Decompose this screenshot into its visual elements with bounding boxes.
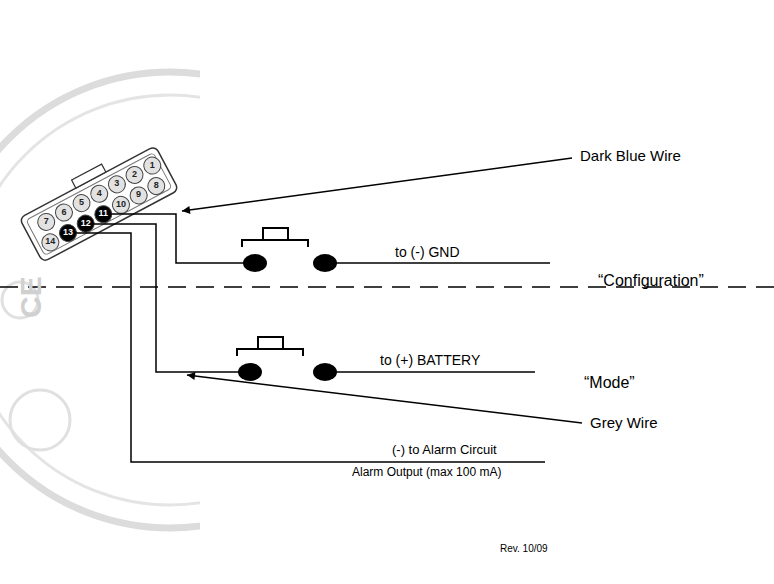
pin bbox=[145, 175, 168, 198]
pin-number: 1 bbox=[150, 161, 155, 171]
pin-number: 10 bbox=[116, 200, 126, 210]
pin bbox=[141, 154, 164, 177]
pin-number: 2 bbox=[132, 170, 137, 180]
wire bbox=[336, 371, 535, 373]
wire-label: Grey Wire bbox=[590, 415, 658, 432]
wires bbox=[68, 214, 550, 462]
pin-number: 6 bbox=[61, 208, 66, 218]
pin bbox=[109, 193, 132, 216]
leader-line bbox=[187, 375, 582, 423]
function-label: “Mode” bbox=[584, 374, 635, 392]
wire-label: Dark Blue Wire bbox=[580, 148, 681, 165]
pin-number: 3 bbox=[114, 179, 119, 189]
pin-number: 9 bbox=[136, 190, 141, 200]
pin bbox=[88, 182, 111, 205]
wire bbox=[68, 233, 545, 462]
pin bbox=[35, 210, 58, 233]
wire bbox=[86, 224, 239, 372]
leader-line bbox=[182, 158, 572, 211]
push-button-symbol bbox=[242, 228, 337, 272]
pin-number: 5 bbox=[79, 198, 84, 208]
connector-housing bbox=[15, 138, 179, 262]
pin bbox=[39, 231, 62, 254]
pin-number: 14 bbox=[45, 237, 55, 247]
watermark-text: CE bbox=[14, 276, 47, 318]
watermark bbox=[0, 72, 200, 528]
wire bbox=[336, 262, 550, 264]
pin-number: 7 bbox=[44, 217, 49, 227]
note-label: Alarm Output (max 100 mA) bbox=[352, 466, 501, 479]
pin-number: 11 bbox=[99, 209, 109, 219]
signal-label: to (+) BATTERY bbox=[380, 353, 480, 368]
function-label: “Configuration” bbox=[598, 272, 704, 290]
pin-number: 8 bbox=[154, 181, 159, 191]
pin-number: 4 bbox=[97, 189, 102, 199]
pin-number: 13 bbox=[63, 228, 73, 238]
signal-label: (-) to Alarm Circuit bbox=[392, 443, 497, 457]
push-button-symbol bbox=[237, 337, 337, 381]
pin bbox=[123, 163, 146, 186]
pin bbox=[127, 184, 150, 207]
signal-label: to (-) GND bbox=[395, 245, 460, 260]
pin-number: 12 bbox=[81, 219, 91, 229]
pin bbox=[105, 173, 128, 196]
pin bbox=[52, 201, 75, 224]
revision-note: Rev. 10/09 bbox=[500, 543, 548, 554]
wire bbox=[103, 214, 244, 263]
pin bbox=[70, 192, 93, 215]
